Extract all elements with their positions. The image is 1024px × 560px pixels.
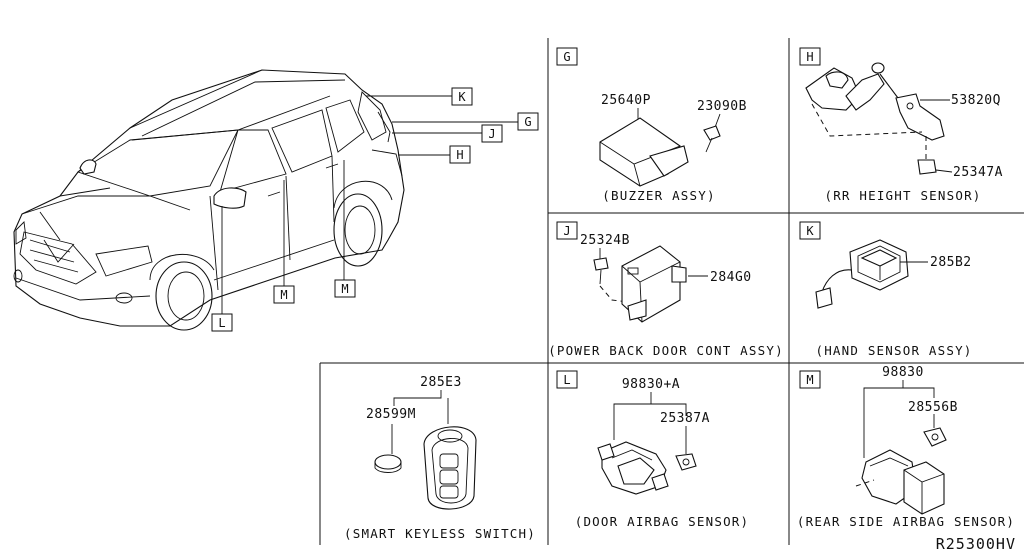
panel-l-letter: L [563, 373, 570, 387]
panel-caption: (REAR SIDE AIRBAG SENSOR) [797, 514, 1015, 529]
panel-caption: (HAND SENSOR ASSY) [815, 343, 972, 358]
panel-j-letter: J [563, 224, 570, 238]
washer-icon [675, 453, 697, 471]
callout-g-label: G [524, 115, 531, 129]
part-number: 25387A [660, 411, 710, 426]
callout-l-label: L [218, 316, 225, 330]
part-number: 53820Q [951, 93, 1001, 108]
panel-k-letter: K [806, 224, 814, 238]
panel-caption: (SMART KEYLESS SWITCH) [344, 526, 536, 541]
panel-g-letter: G [563, 50, 570, 64]
panel-m-letter: M [806, 373, 813, 387]
callout-m-rear-label: M [341, 282, 348, 296]
callout-j[interactable]: J [392, 124, 503, 143]
part-number: 284G0 [710, 270, 752, 285]
part-number: 285E3 [420, 375, 462, 390]
screw-icon [593, 257, 609, 271]
screw-icon [703, 125, 721, 141]
panel-caption: (RR HEIGHT SENSOR) [824, 188, 981, 203]
panel-g-buzzer: G 25640P 23090B (BUZZER ASSY) [556, 47, 747, 203]
panel-l-door-airbag-sensor: L 98830+A 25387A (DOOR AIRBAG SENSOR) [556, 370, 750, 529]
part-number: 23090B [697, 99, 747, 114]
callout-j-label: J [488, 127, 495, 141]
callout-k[interactable]: K [366, 87, 473, 106]
part-number: 28556B [908, 400, 958, 415]
part-number: 98830 [882, 365, 924, 380]
callout-k-label: K [458, 90, 466, 104]
panel-h-height-sensor: H 53820Q 25347A (RR HEIGHT SENSOR) [799, 47, 1003, 203]
panel-j-power-back-door: J 25324B 284G0 (POWER BACK DOOR CONT ASS… [548, 221, 784, 358]
panel-g-tag [556, 47, 578, 66]
bracket-icon [895, 93, 945, 141]
part-number: 25347A [953, 165, 1003, 180]
panel-caption: (POWER BACK DOOR CONT ASSY) [548, 343, 784, 358]
vehicle-illustration [13, 69, 405, 331]
panel-h-letter: H [806, 50, 813, 64]
callout-h[interactable]: H [398, 145, 471, 164]
part-number: 25640P [601, 93, 651, 108]
panel-k-hand-sensor: K 285B2 (HAND SENSOR ASSY) [799, 221, 972, 358]
diagram-id: R25300HV [936, 535, 1016, 553]
callout-m-front-label: M [280, 288, 287, 302]
battery-icon [374, 454, 402, 470]
panel-caption: (BUZZER ASSY) [602, 188, 715, 203]
panel-grid [319, 38, 1024, 545]
part-number: 285B2 [930, 255, 972, 270]
bolt-icon [917, 159, 937, 175]
callout-h-label: H [456, 148, 463, 162]
callout-l[interactable]: L [211, 206, 233, 332]
washer-icon [923, 427, 947, 447]
part-number: 28599M [366, 407, 416, 422]
callout-m-rear[interactable]: M [334, 160, 356, 298]
callout-m-front[interactable]: M [273, 180, 295, 304]
panel-m-rear-side-airbag-sensor: M 98830 28556B (REAR SIDE AIRBAG SENSOR) [797, 365, 1015, 529]
panel-smart-keyless: 285E3 28599M (SMART KEYLESS SWITCH) [344, 375, 536, 541]
part-number: 98830+A [622, 377, 680, 392]
callout-g[interactable]: G [392, 112, 539, 131]
panel-caption: (DOOR AIRBAG SENSOR) [575, 514, 750, 529]
part-number: 25324B [580, 233, 630, 248]
